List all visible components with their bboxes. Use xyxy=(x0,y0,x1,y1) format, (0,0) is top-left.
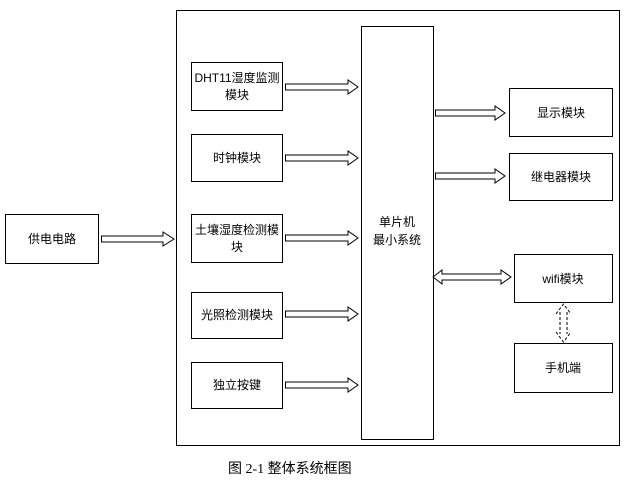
mcu-label-line1: 单片机 xyxy=(379,215,415,229)
mcu-wifi-bidirectional-arrow xyxy=(432,268,512,286)
figure-caption: 图 2-1 整体系统框图 xyxy=(228,461,352,477)
mcu-to-display-arrow xyxy=(435,105,506,121)
dht11-module-label-line1: DHT11湿度监测 xyxy=(194,70,279,85)
phone-box xyxy=(514,343,613,393)
mcu-label-line2: 最小系统 xyxy=(373,233,421,247)
display-module-box xyxy=(509,88,613,137)
key-module-box xyxy=(191,362,283,409)
key-to-mcu-arrow xyxy=(285,377,359,393)
display-module-label: 显示模块 xyxy=(537,106,585,120)
relay-module-box xyxy=(509,153,613,201)
light-to-mcu-arrow xyxy=(285,306,359,322)
power-supply-label: 供电电路 xyxy=(28,231,76,246)
dht11-module-label-line2: 模块 xyxy=(225,88,249,102)
mcu-to-relay-arrow xyxy=(435,168,506,184)
key-module-label: 独立按键 xyxy=(213,377,261,392)
clock-module-label: 时钟模块 xyxy=(213,150,261,165)
wifi-phone-wireless-link xyxy=(555,303,572,343)
power-supply-box xyxy=(5,214,99,264)
dht11-to-mcu-arrow xyxy=(285,79,359,95)
wifi-module-label: wifi模块 xyxy=(541,272,583,286)
soil-moisture-module-label-line1: 土壤湿度检测模 xyxy=(195,222,279,237)
clock-to-mcu-arrow xyxy=(285,150,359,166)
mcu-box xyxy=(361,26,434,440)
soil-to-mcu-arrow xyxy=(285,230,359,246)
wifi-module-box xyxy=(514,254,613,303)
light-module-box xyxy=(191,292,283,339)
phone-label: 手机端 xyxy=(545,361,581,375)
dht11-module-box xyxy=(191,62,283,111)
clock-module-box xyxy=(191,134,283,182)
soil-moisture-module-box xyxy=(191,214,283,263)
power-to-system-arrow xyxy=(101,231,175,247)
relay-module-label: 继电器模块 xyxy=(531,170,591,184)
light-module-label: 光照检测模块 xyxy=(201,307,273,322)
soil-moisture-module-label-line2: 块 xyxy=(231,240,243,254)
